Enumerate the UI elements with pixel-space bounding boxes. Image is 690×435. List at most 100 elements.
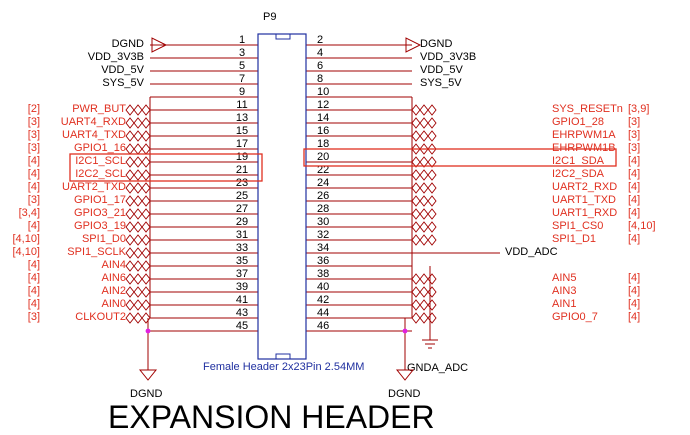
connector-mark [125, 104, 135, 116]
right-net-name: EHRPWM1B [552, 142, 616, 154]
left-net-name: GPIO1_17 [74, 194, 126, 206]
header-key-bottom [275, 353, 291, 360]
connector-mark [141, 273, 151, 285]
left-net-name: I2C2_SCL [75, 168, 126, 180]
left-net-ref: [4] [28, 272, 40, 284]
pin-number-left: 33 [236, 242, 248, 254]
left-net-name: GPIO3_19 [74, 220, 126, 232]
left-net-name: UART4_RXD [61, 116, 126, 128]
right-net-ref: [4] [628, 207, 640, 219]
header-symbol [257, 33, 307, 360]
connector-mark [133, 195, 143, 207]
right-net-ref: [3,9] [628, 103, 649, 115]
left-signal-connector [125, 286, 151, 298]
connector-mark [141, 234, 151, 246]
connector-mark [411, 104, 421, 116]
connector-mark [125, 299, 135, 311]
connector-mark [419, 299, 429, 311]
connector-mark [419, 221, 429, 233]
connector-mark [411, 221, 421, 233]
left-net-ref: [4] [28, 285, 40, 297]
left-signal-connector [125, 156, 151, 168]
net-labels: DGNDVDD_3V3BVDD_5VSYS_5VPWR_BUT[2]UART4_… [12, 38, 656, 324]
connector-mark [125, 247, 135, 259]
connector-mark [411, 195, 421, 207]
pin-number-left: 45 [236, 320, 248, 332]
connector-mark [133, 234, 143, 246]
right-net-ref: [4] [628, 272, 640, 284]
pin-number-right: 32 [317, 229, 329, 241]
right-net-name: SPI1_CS0 [552, 220, 603, 232]
connector-mark [133, 273, 143, 285]
right-net-name: UART1_RXD [552, 207, 617, 219]
connector-mark [141, 208, 151, 220]
connector-mark [411, 169, 421, 181]
connector-mark [419, 273, 429, 285]
right-net-ref: [4] [628, 194, 640, 206]
connector-mark [411, 286, 421, 298]
right-signal-connector [411, 117, 437, 129]
left-net-name: SPI1_D0 [82, 233, 126, 245]
right-net-ref: [4] [628, 298, 640, 310]
left-signal-connector [125, 182, 151, 194]
connector-mark [133, 312, 143, 324]
left-power-net: VDD_5V [101, 64, 144, 76]
connector-mark [141, 182, 151, 194]
right-signal-connector [411, 286, 437, 298]
right-signal-connector [411, 208, 437, 220]
connector-mark [411, 208, 421, 220]
pin-number-right: 8 [317, 73, 323, 85]
left-power-net: SYS_5V [102, 77, 144, 89]
pin-number-left: 11 [236, 99, 247, 111]
connector-mark [141, 286, 151, 298]
pin-number-right: 18 [317, 138, 329, 150]
left-net-name: SPI1_SCLK [67, 246, 126, 258]
right-power-net: DGND [420, 38, 452, 50]
pin-number-right: 30 [317, 216, 329, 228]
connector-mark [419, 312, 429, 324]
pin-number-left: 17 [236, 138, 248, 150]
right-signal-connector [411, 169, 437, 181]
pin-number-right: 36 [317, 255, 329, 267]
left-power-net: VDD_3V3B [88, 51, 144, 63]
connector-mark [133, 208, 143, 220]
right-plain-net: VDD_ADC [505, 246, 558, 258]
connector-mark [141, 260, 151, 272]
gnda-adc-label: GNDA_ADC [407, 362, 468, 374]
pin-number-left: 5 [239, 60, 245, 72]
pin-number-right: 2 [317, 34, 323, 46]
connector-mark [133, 221, 143, 233]
left-signal-connector [125, 260, 151, 272]
right-signal-connector [411, 182, 437, 194]
left-net-name: UART4_TXD [62, 129, 126, 141]
connector-mark [141, 299, 151, 311]
connector-mark [411, 312, 421, 324]
connector-mark [427, 104, 437, 116]
left-net-ref: [4] [28, 298, 40, 310]
connector-mark [133, 156, 143, 168]
pin-number-right: 34 [317, 242, 329, 254]
right-net-name: GPIO0_7 [552, 311, 598, 323]
connector-mark [427, 182, 437, 194]
right-net-name: EHRPWM1A [552, 129, 616, 141]
connector-mark [419, 117, 429, 129]
connector-mark [125, 156, 135, 168]
left-net-ref: [3,4] [19, 207, 40, 219]
pin-number-right: 46 [317, 320, 329, 332]
connector-mark [419, 195, 429, 207]
connector-mark [125, 208, 135, 220]
left-net-ref: [4] [28, 181, 40, 193]
connector-mark [133, 299, 143, 311]
connector-mark [141, 247, 151, 259]
connector-mark [125, 130, 135, 142]
pin-number-left: 41 [236, 294, 248, 306]
connector-mark [125, 286, 135, 298]
header-key-top [275, 33, 291, 40]
connector-mark [411, 299, 421, 311]
left-net-name: AIN0 [102, 298, 126, 310]
pin-number-left: 1 [239, 34, 245, 46]
pin-number-left: 7 [239, 73, 245, 85]
dgnd-top-left-arrow [151, 37, 168, 53]
